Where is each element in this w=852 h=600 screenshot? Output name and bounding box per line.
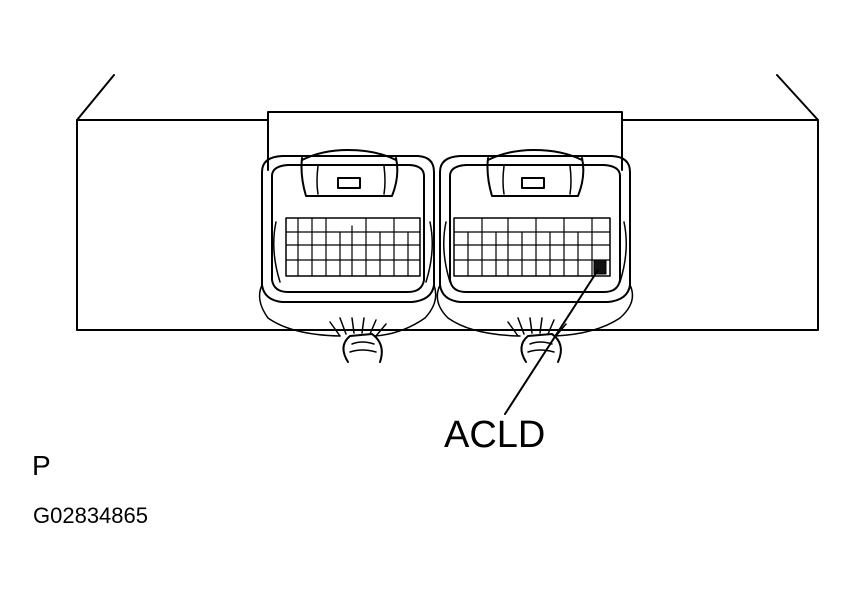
ecu-housing — [76, 74, 819, 331]
right-connector — [436, 149, 634, 337]
left-wire-harness — [329, 317, 387, 363]
left-connector — [258, 149, 437, 337]
acld-leader-line — [504, 269, 599, 415]
connector-code: P — [32, 450, 51, 481]
figure-id: G02834865 — [33, 503, 148, 528]
right-wire-harness — [507, 317, 567, 363]
callout-label: ACLD — [444, 414, 546, 456]
